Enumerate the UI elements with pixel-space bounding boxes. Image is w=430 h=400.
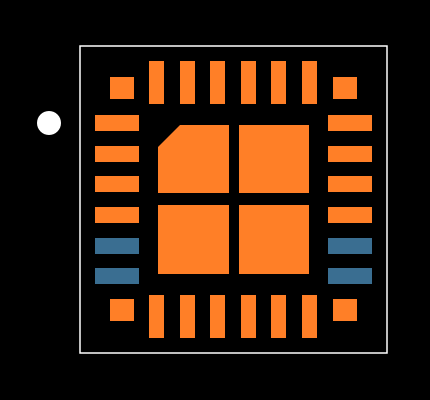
pin-top-6	[302, 61, 317, 104]
pin-right-1	[328, 115, 372, 131]
thermal-pad-bottom-right	[239, 205, 309, 274]
thermal-pad	[158, 125, 309, 274]
pin-right-2	[328, 146, 372, 162]
pin-right-3	[328, 176, 372, 192]
pin-right-4	[328, 207, 372, 223]
pin-bottom-6	[302, 295, 317, 338]
corner-pad-bottom-right	[333, 299, 357, 321]
pin-left-1	[95, 115, 139, 131]
pin-bottom-1	[149, 295, 164, 338]
pin-left-4	[95, 207, 139, 223]
thermal-pad-top-right	[239, 125, 309, 193]
pin-bottom-2	[180, 295, 195, 338]
pin-top-2	[180, 61, 195, 104]
pin-top-5	[271, 61, 286, 104]
pin-left-2	[95, 146, 139, 162]
corner-pad-top-right	[333, 77, 357, 99]
pin1-marker	[37, 111, 61, 135]
pin-right-5	[328, 238, 372, 254]
pin-bottom-3	[210, 295, 225, 338]
bottom-pin-row	[149, 295, 317, 338]
pin-top-4	[241, 61, 256, 104]
thermal-pad-bottom-left	[158, 205, 229, 274]
pin-left-5	[95, 238, 139, 254]
pin-top-3	[210, 61, 225, 104]
pin-right-6	[328, 268, 372, 284]
left-pin-column	[95, 115, 139, 284]
pin-left-6	[95, 268, 139, 284]
right-pin-column	[328, 115, 372, 284]
pin-left-3	[95, 176, 139, 192]
corner-pad-bottom-left	[110, 299, 134, 321]
pin-top-1	[149, 61, 164, 104]
package-outline	[79, 45, 388, 354]
thermal-pad-top-left	[158, 125, 229, 193]
corner-pads	[110, 77, 357, 321]
corner-pad-top-left	[110, 77, 134, 99]
top-pin-row	[149, 61, 317, 104]
pin-bottom-4	[241, 295, 256, 338]
pin-bottom-5	[271, 295, 286, 338]
